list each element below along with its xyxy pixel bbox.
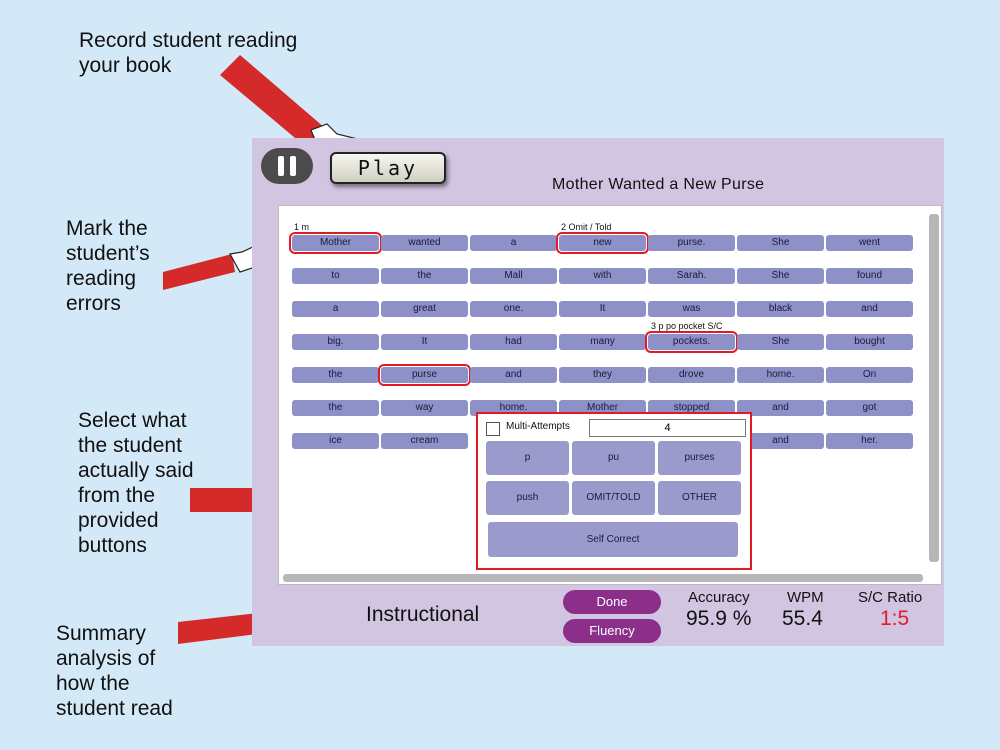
word-button[interactable]: to [292,268,379,284]
word-button[interactable]: a [292,301,379,317]
word-button[interactable]: the [381,268,468,284]
wpm-label: WPM [787,589,824,606]
word-button[interactable]: and [737,400,824,416]
word-button[interactable]: Mother [289,232,382,254]
word-button[interactable]: got [826,400,913,416]
word-button[interactable]: wanted [381,235,468,251]
done-button[interactable]: Done [563,590,661,614]
error-note: 3 p po pocket S/C [651,321,723,331]
accuracy-value: 95.9 % [686,607,752,630]
word-button[interactable]: cream [381,433,468,449]
fluency-button[interactable]: Fluency [563,619,661,643]
word-button[interactable]: Mall [470,268,557,284]
word-button[interactable]: her. [826,433,913,449]
word-button[interactable]: and [826,301,913,317]
multi-attempts-checkbox[interactable] [486,422,500,436]
word-button[interactable]: purse. [648,235,735,251]
word-button[interactable]: a [470,235,557,251]
response-button-purses[interactable]: purses [658,441,741,475]
word-button[interactable]: great [381,301,468,317]
word-button[interactable]: She [737,334,824,350]
word-button[interactable]: and [737,433,824,449]
word-button[interactable]: they [559,367,646,383]
word-button[interactable]: the [292,400,379,416]
callout-mark-errors: Mark the student’s reading errors [66,217,150,315]
response-popup: Multi-Attempts 4 p pu purses push OMIT/T… [476,412,752,570]
word-button[interactable]: with [559,268,646,284]
response-button-push[interactable]: push [486,481,569,515]
word-button[interactable]: big. [292,334,379,350]
sc-ratio-value: 1:5 [880,607,910,630]
word-button[interactable]: new [556,232,649,254]
pause-button[interactable] [261,148,313,184]
word-button[interactable]: home. [737,367,824,383]
pause-icon [278,156,284,176]
omit-told-button[interactable]: OMIT/TOLD [572,481,655,515]
callout-select: Select what the student actually said fr… [78,409,194,557]
story-title: Mother Wanted a New Purse [552,176,765,193]
vertical-scrollbar[interactable] [929,214,939,562]
word-button[interactable]: the [292,367,379,383]
word-button[interactable]: black [737,301,824,317]
word-button[interactable]: She [737,235,824,251]
word-button[interactable]: one. [470,301,557,317]
word-button[interactable]: went [826,235,913,251]
word-button[interactable]: She [737,268,824,284]
reading-level: Instructional [366,603,480,626]
word-button[interactable]: had [470,334,557,350]
word-button[interactable]: found [826,268,913,284]
word-button[interactable]: bought [826,334,913,350]
multi-attempts-label: Multi-Attempts [506,421,570,432]
word-button[interactable]: ice [292,433,379,449]
word-button[interactable]: and [470,367,557,383]
callout-record: Record student reading your book [79,29,298,77]
response-button-pu[interactable]: pu [572,441,655,475]
response-button-p[interactable]: p [486,441,569,475]
word-button[interactable]: many [559,334,646,350]
word-button[interactable]: It [381,334,468,350]
accuracy-label: Accuracy [688,589,750,606]
horizontal-scrollbar[interactable] [283,574,923,582]
error-note: 1 m [294,222,310,232]
word-button[interactable]: way [381,400,468,416]
word-button[interactable]: It [559,301,646,317]
word-button[interactable]: On [826,367,913,383]
word-button[interactable]: was [648,301,735,317]
error-note: 2 Omit / Told [561,222,612,232]
callout-summary: Summary analysis of how the student read [56,622,173,720]
word-button[interactable]: drove [648,367,735,383]
play-button[interactable]: Play [330,152,446,184]
word-button[interactable]: Sarah. [648,268,735,284]
self-correct-button[interactable]: Self Correct [488,522,738,557]
wpm-value: 55.4 [782,607,823,630]
sc-ratio-label: S/C Ratio [858,589,923,606]
other-button[interactable]: OTHER [658,481,741,515]
word-button[interactable]: pockets. [645,331,738,353]
word-button[interactable]: purse [378,364,471,386]
multi-attempts-field[interactable]: 4 [589,419,746,437]
